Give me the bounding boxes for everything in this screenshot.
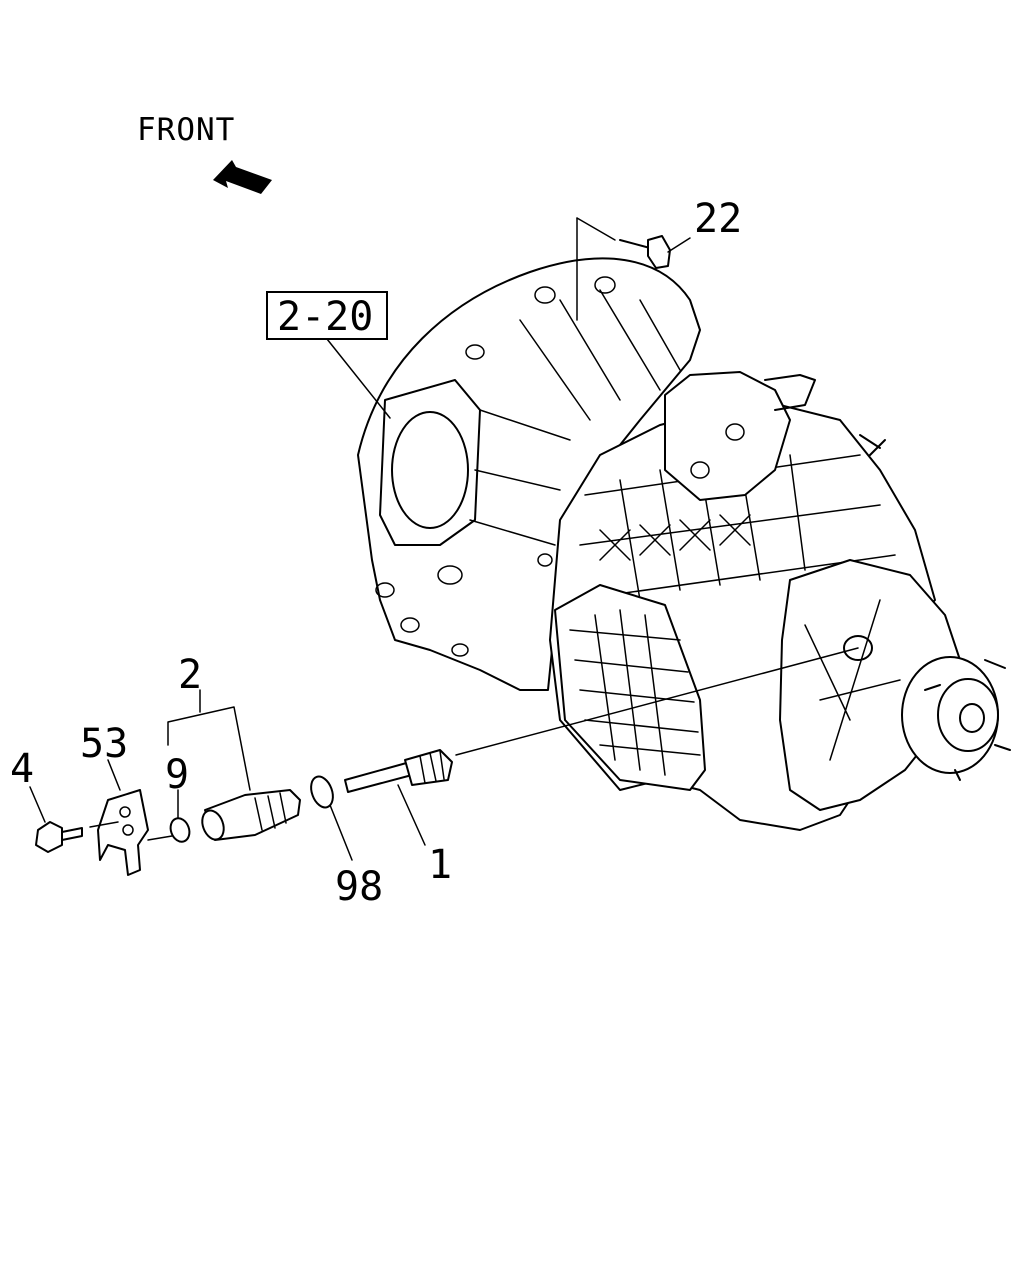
output-shaft-nut (959, 703, 985, 733)
part-98-o-ring: 98 (310, 775, 383, 910)
reference-frame (266, 291, 388, 340)
shift-cover-boss-2 (690, 461, 710, 479)
bolt-22-shank (619, 239, 651, 249)
driven-gear-shaft (344, 761, 413, 793)
case-bolt-2 (869, 439, 886, 456)
sleeve-body (204, 789, 301, 841)
plate-to-seal-line (147, 835, 173, 841)
case-bolt (859, 434, 881, 449)
transmission-assembly (357, 257, 1011, 831)
bolt-4-head (35, 821, 63, 853)
part-2-sleeve: 2 (167, 652, 301, 841)
leader-53 (107, 759, 121, 791)
bolt-4-centerline (89, 821, 119, 828)
assembly-centerline (455, 647, 859, 756)
reference-box-2-20: 2-20 (266, 291, 391, 419)
seal-ring (169, 817, 191, 843)
front-indicator: FRONT (137, 112, 272, 194)
side-cover-grid (569, 609, 701, 776)
part-4-bolt: 4 (10, 746, 119, 853)
sleeve-splines (254, 792, 287, 831)
o-ring (310, 775, 334, 809)
bolt-22-head (647, 235, 671, 269)
bolt-4-shank (61, 827, 83, 841)
breather-pipe (764, 374, 816, 411)
flange-studs (924, 659, 1011, 781)
reference-label: 2-20 (277, 294, 373, 340)
shift-cover-boss (725, 423, 745, 441)
part-53-lock-plate: 53 (80, 721, 173, 876)
leader-1 (397, 784, 426, 846)
leader-4 (29, 786, 46, 823)
leader-98 (329, 804, 353, 861)
part-1-driven-gear: 1 (344, 749, 453, 888)
starter-opening (391, 411, 469, 529)
part-9-seal: 9 (165, 752, 191, 843)
front-arrow-icon (213, 160, 272, 194)
extension-ribs (804, 599, 901, 761)
callout-2: 2 (178, 652, 202, 698)
leader-22 (667, 237, 691, 253)
part-22-bolt: 22 (576, 196, 742, 321)
sleeve-end (201, 809, 225, 841)
callout-4: 4 (10, 746, 34, 792)
callout-53: 53 (80, 721, 128, 767)
bolt-22-guide-d (576, 217, 616, 241)
callout-1: 1 (428, 842, 452, 888)
speedometer-parts: 1 98 2 9 53 (10, 647, 859, 910)
bell-housing-bosses (375, 276, 616, 657)
bell-housing-ribs (469, 289, 681, 546)
front-label: FRONT (137, 112, 235, 148)
lock-plate-hole-2 (122, 824, 134, 836)
callout-98: 98 (335, 864, 383, 910)
gear-tooth-lines (419, 750, 445, 784)
reference-leader (326, 338, 391, 419)
driven-gear-teeth (404, 749, 453, 786)
callout-22: 22 (694, 196, 742, 242)
bracket-2 (167, 706, 251, 791)
lock-plate-hole (119, 806, 131, 818)
callout-9: 9 (165, 752, 189, 798)
